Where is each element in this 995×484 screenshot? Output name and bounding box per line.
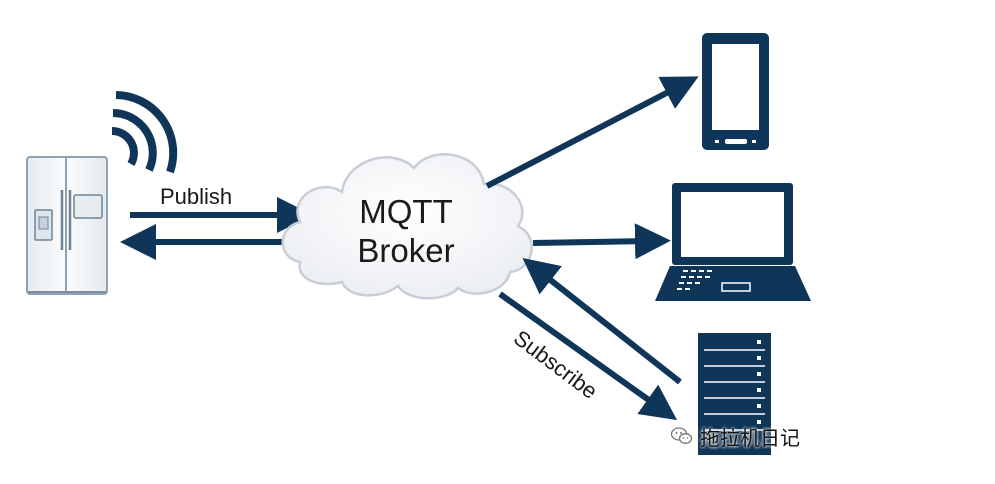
watermark: 拖拉机日记 bbox=[670, 422, 800, 450]
broker-title-line1: MQTT bbox=[359, 193, 452, 230]
subscriber-arrows bbox=[485, 76, 699, 421]
smartphone-icon bbox=[702, 33, 769, 150]
mqtt-broker-cloud bbox=[281, 153, 533, 300]
arrow-to-laptop bbox=[532, 223, 671, 260]
server-rack-icon bbox=[698, 333, 771, 455]
arrow-to-server bbox=[498, 291, 678, 421]
publish-label: Publish bbox=[160, 184, 232, 209]
arrow-from-server bbox=[522, 258, 682, 385]
wifi-signal-icon bbox=[111, 91, 178, 174]
broker-title-line2: Broker bbox=[357, 232, 454, 269]
watermark-text: 拖拉机日记 bbox=[700, 425, 800, 450]
wechat-icon bbox=[670, 427, 693, 444]
laptop-icon bbox=[655, 183, 811, 301]
refrigerator-icon bbox=[26, 156, 108, 295]
arrow-to-phone bbox=[485, 76, 699, 189]
publish-arrows bbox=[120, 197, 313, 260]
